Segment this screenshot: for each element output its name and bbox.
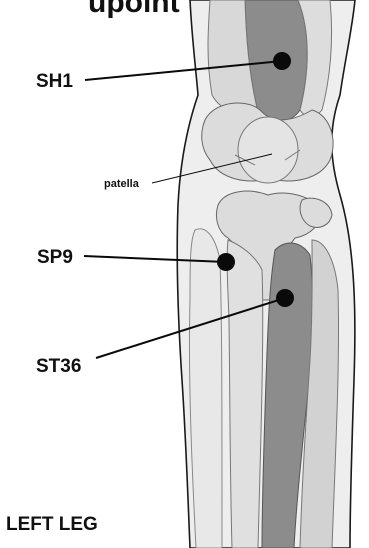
patella-bone bbox=[238, 117, 298, 183]
sh1-label: SH1 bbox=[36, 71, 73, 92]
gastrocnemius-medial bbox=[189, 229, 222, 548]
tibia-shaft bbox=[227, 240, 263, 548]
leg-side-label: LEFT LEG bbox=[6, 514, 98, 535]
sp9-label: SP9 bbox=[37, 247, 73, 268]
st36-point-marker bbox=[276, 289, 294, 307]
patella-label: patella bbox=[104, 178, 140, 190]
st36-label: ST36 bbox=[36, 356, 81, 377]
sp9-point-marker bbox=[217, 253, 235, 271]
sh1-point-marker bbox=[273, 52, 291, 70]
